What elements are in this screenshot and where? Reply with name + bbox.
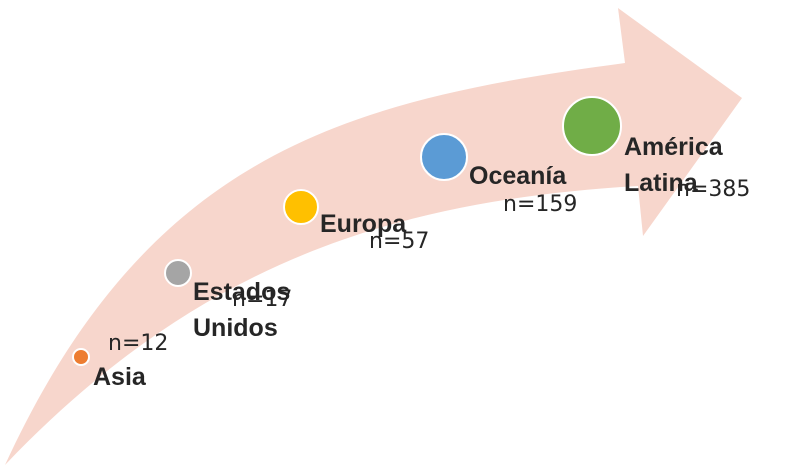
count-label-estados-unidos: n=17 bbox=[232, 287, 292, 312]
region-label-estados-unidos-line2: Unidos bbox=[193, 314, 278, 342]
count-label-oceania: n=159 bbox=[503, 192, 577, 217]
count-label-asia: n=12 bbox=[108, 331, 168, 356]
region-label-america-latina-line1: América bbox=[624, 133, 724, 161]
bubble-america-latina bbox=[562, 96, 622, 156]
region-estados-unidos: n=17 Estados Unidos bbox=[164, 259, 292, 342]
count-label-europa: n=57 bbox=[369, 229, 429, 254]
bubble-oceania bbox=[420, 133, 468, 181]
bubble-estados-unidos bbox=[164, 259, 192, 287]
count-label-america-latina: n=385 bbox=[676, 177, 750, 202]
region-america-latina: n=385 América Latina bbox=[562, 96, 750, 202]
region-oceania: n=159 Oceanía bbox=[420, 133, 577, 217]
bubble-europa bbox=[283, 189, 319, 225]
region-label-america-latina-line2: Latina bbox=[624, 169, 699, 197]
bubble-asia bbox=[72, 348, 90, 366]
curved-arrow bbox=[5, 8, 742, 465]
region-label-europa: Europa bbox=[320, 210, 407, 238]
region-label-oceania: Oceanía bbox=[469, 162, 567, 190]
region-europa: n=57 Europa bbox=[283, 189, 429, 254]
region-asia: n=12 Asia bbox=[72, 331, 168, 391]
region-label-estados-unidos-line1: Estados bbox=[193, 278, 290, 306]
region-label-asia: Asia bbox=[93, 363, 147, 391]
